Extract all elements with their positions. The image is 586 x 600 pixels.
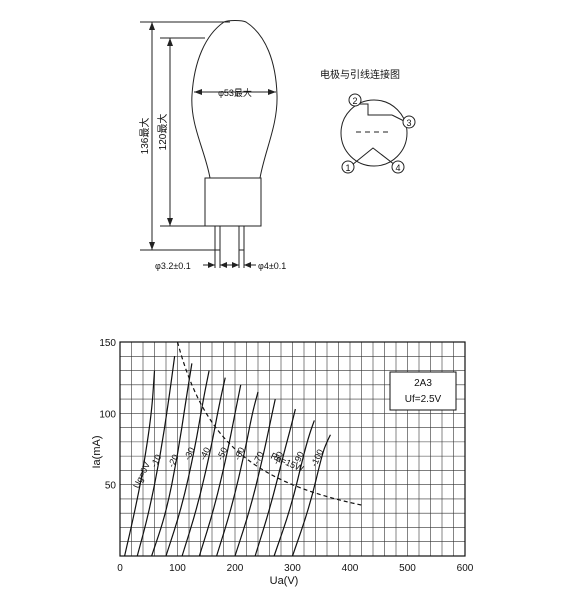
tube-pin-left: [214, 225, 221, 251]
curve-label: -100: [309, 448, 326, 469]
chart-xlabel: Ua(V): [270, 575, 299, 587]
x-tick-label: 0: [117, 563, 123, 574]
curve-ug-40: [181, 377, 226, 557]
curve-ug-100: [291, 434, 331, 557]
label-pin-gap: φ4±0.1: [258, 261, 286, 271]
label-height-body: 120最大: [156, 114, 169, 151]
pin-diagram-envelope: [340, 99, 408, 167]
plate-symbol: [357, 103, 392, 116]
curve-label: -40: [198, 446, 213, 462]
curve-ug-50: [198, 384, 242, 557]
x-tick-label: 200: [227, 563, 244, 574]
tube-pin-right: [238, 225, 245, 251]
curve-label: -30: [182, 446, 197, 462]
pin-3-label: 3: [406, 118, 411, 128]
label-pin-dia: φ3.2±0.1: [155, 261, 191, 271]
x-tick-label: 500: [399, 563, 416, 574]
power-dissipation-curve: [176, 341, 362, 506]
dimension-arrows: [149, 22, 276, 268]
x-tick-label: 400: [342, 563, 359, 574]
pin-1-label: 1: [345, 163, 350, 173]
curve-label: -10: [149, 453, 164, 469]
curve-ug-80: [254, 408, 296, 557]
y-tick-label: 150: [99, 338, 116, 349]
curve-label: -60: [232, 446, 247, 462]
curve-label: -80: [271, 450, 286, 466]
x-tick-label: 600: [457, 563, 474, 574]
label-dia-max: φ53最大: [218, 87, 252, 98]
chart-ticks: 0 100 200 300 400 500 600 50 100 150: [99, 338, 473, 574]
curve-ug-10: [136, 356, 176, 557]
x-tick-label: 100: [169, 563, 186, 574]
curve-label: -20: [166, 453, 181, 469]
x-tick-label: 300: [284, 563, 301, 574]
label-height-total: 136最大: [138, 118, 151, 155]
curve-label: -70: [251, 450, 266, 466]
curve-ug-20: [151, 363, 193, 557]
curve-label: -90: [291, 450, 306, 466]
legend-uf: Uf=2.5V: [405, 394, 442, 405]
curve-ug-30: [165, 370, 210, 557]
pin-diagram-title: 电极与引线连接图: [320, 68, 400, 81]
curve-ug-70: [234, 398, 276, 557]
pin-4-label: 4: [395, 163, 400, 173]
chart-frame: [119, 341, 466, 557]
y-tick-label: 100: [99, 409, 116, 420]
curve-ug-60: [216, 391, 259, 557]
pin-2-label: 2: [352, 96, 357, 106]
chart-ylabel: Ia(mA): [91, 436, 103, 469]
pin-1-circle: [341, 160, 355, 174]
y-tick-label: 50: [105, 481, 117, 492]
curve-label: -50: [215, 446, 230, 462]
chart-curves: Ug=0V-10-20-30-40-50-60-70-80-90-100: [124, 341, 362, 557]
tube-glass-envelope: [191, 20, 278, 179]
pin-2-circle: [348, 93, 362, 107]
pin-3-circle: [402, 115, 416, 129]
curve-ug-0: [124, 370, 156, 557]
pin-connection-diagram: [340, 93, 416, 174]
chart-legend-box: 2A3 Uf=2.5V: [389, 371, 457, 411]
filament-symbol: [351, 147, 396, 166]
pin-4-circle: [391, 160, 405, 174]
tube-base: [204, 177, 262, 227]
legend-tube: 2A3: [414, 378, 432, 389]
curve-ug-90: [273, 420, 315, 557]
